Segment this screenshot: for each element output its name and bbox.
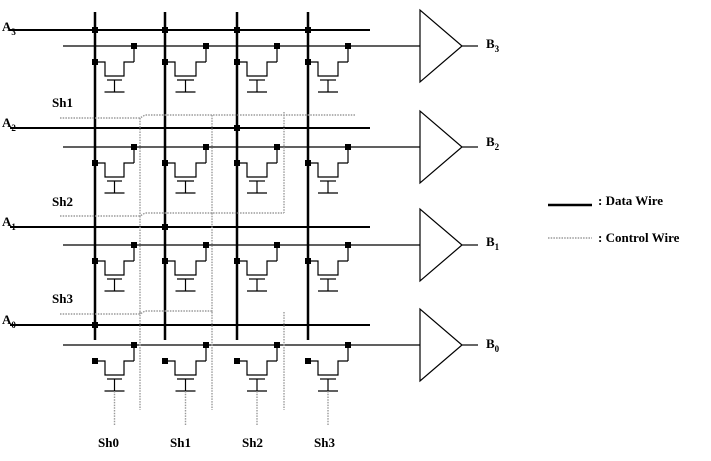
bottom-control-label-sh2: Sh2: [242, 435, 263, 450]
output-junction: [131, 242, 137, 248]
legend-data-wire-label: : Data Wire: [598, 193, 663, 208]
output-junction: [203, 43, 209, 49]
output-label-b1: B1: [486, 234, 500, 252]
transistor-cell-r1-c2: [234, 144, 280, 194]
transistor-cell-r0-c0: [92, 43, 137, 93]
output-buffer-b0: [419, 307, 463, 383]
output-label-b3: B3: [486, 36, 500, 54]
bus-junction-1: [162, 27, 168, 33]
transistor-cell-r1-c0: [92, 144, 137, 194]
channel: [308, 162, 348, 178]
channel: [237, 61, 277, 77]
output-junction: [274, 43, 280, 49]
input-label-a3: A3: [2, 19, 16, 37]
output-junction: [345, 144, 351, 150]
transistor-cell-layer: [92, 43, 351, 392]
transistor-cell-r2-c3: [305, 242, 351, 292]
control-wire-side-sh1: [60, 114, 356, 119]
input-label-a2: A2: [2, 115, 16, 133]
output-buffer-b3: [419, 8, 463, 84]
transistor-cell-r3-c3: [305, 342, 351, 392]
bottom-control-label-sh1: Sh1: [170, 435, 191, 450]
transistor-cell-r3-c0: [92, 342, 137, 392]
channel: [95, 61, 134, 77]
transistor-cell-r1-c3: [305, 144, 351, 194]
channel: [165, 260, 206, 276]
channel: [308, 360, 348, 376]
output-junction: [131, 144, 137, 150]
transistor-cell-r2-c1: [162, 242, 209, 292]
output-junction: [203, 144, 209, 150]
channel: [308, 61, 348, 77]
output-buffer-b1: [419, 207, 463, 283]
control-wire-side-sh2: [60, 212, 284, 217]
bus-junction-2: [234, 27, 240, 33]
transistor-cell-r2-c2: [234, 242, 280, 292]
channel: [165, 360, 206, 376]
transistor-cell-r0-c1: [162, 43, 209, 93]
bus-junction-5: [162, 224, 168, 230]
control-wire-layer: [60, 112, 356, 425]
input-label-a1: A1: [2, 214, 16, 232]
transistor-cell-r2-c0: [92, 242, 137, 292]
channel: [95, 360, 134, 376]
output-junction: [345, 242, 351, 248]
output-label-b2: B2: [486, 134, 500, 152]
output-junction: [203, 342, 209, 348]
channel: [95, 260, 134, 276]
control-wire-side-sh3: [60, 310, 212, 315]
channel: [308, 260, 348, 276]
bottom-control-label-sh0: Sh0: [98, 435, 119, 450]
bus-junction-3: [305, 27, 311, 33]
output-junction: [131, 342, 137, 348]
side-control-label-sh1: Sh1: [52, 95, 73, 110]
output-junction: [203, 242, 209, 248]
output-buffer-layer: [419, 8, 478, 383]
transistor-cell-r3-c1: [162, 342, 209, 392]
output-junction: [345, 43, 351, 49]
bus-junction-6: [92, 322, 98, 328]
channel: [165, 162, 206, 178]
output-label-b0: B0: [486, 336, 500, 354]
side-control-label-sh2: Sh2: [52, 194, 73, 209]
transistor-cell-r0-c3: [305, 43, 351, 93]
transistor-cell-r3-c2: [234, 342, 280, 392]
output-junction: [274, 144, 280, 150]
input-label-a0: A0: [2, 312, 16, 330]
bus-junction-0: [92, 27, 98, 33]
wire-layer: [10, 12, 420, 346]
transistor-cell-r0-c2: [234, 43, 280, 93]
side-control-label-sh3: Sh3: [52, 291, 73, 306]
channel: [237, 260, 277, 276]
bottom-control-label-sh3: Sh3: [314, 435, 335, 450]
transistor-cell-r1-c1: [162, 144, 209, 194]
output-junction: [131, 43, 137, 49]
output-junction: [274, 342, 280, 348]
output-junction: [274, 242, 280, 248]
legend-control-wire-label: : Control Wire: [598, 230, 680, 245]
channel: [95, 162, 134, 178]
channel: [237, 162, 277, 178]
channel: [237, 360, 277, 376]
output-junction: [345, 342, 351, 348]
output-buffer-b2: [419, 109, 463, 185]
bus-junction-4: [234, 125, 240, 131]
channel: [165, 61, 206, 77]
